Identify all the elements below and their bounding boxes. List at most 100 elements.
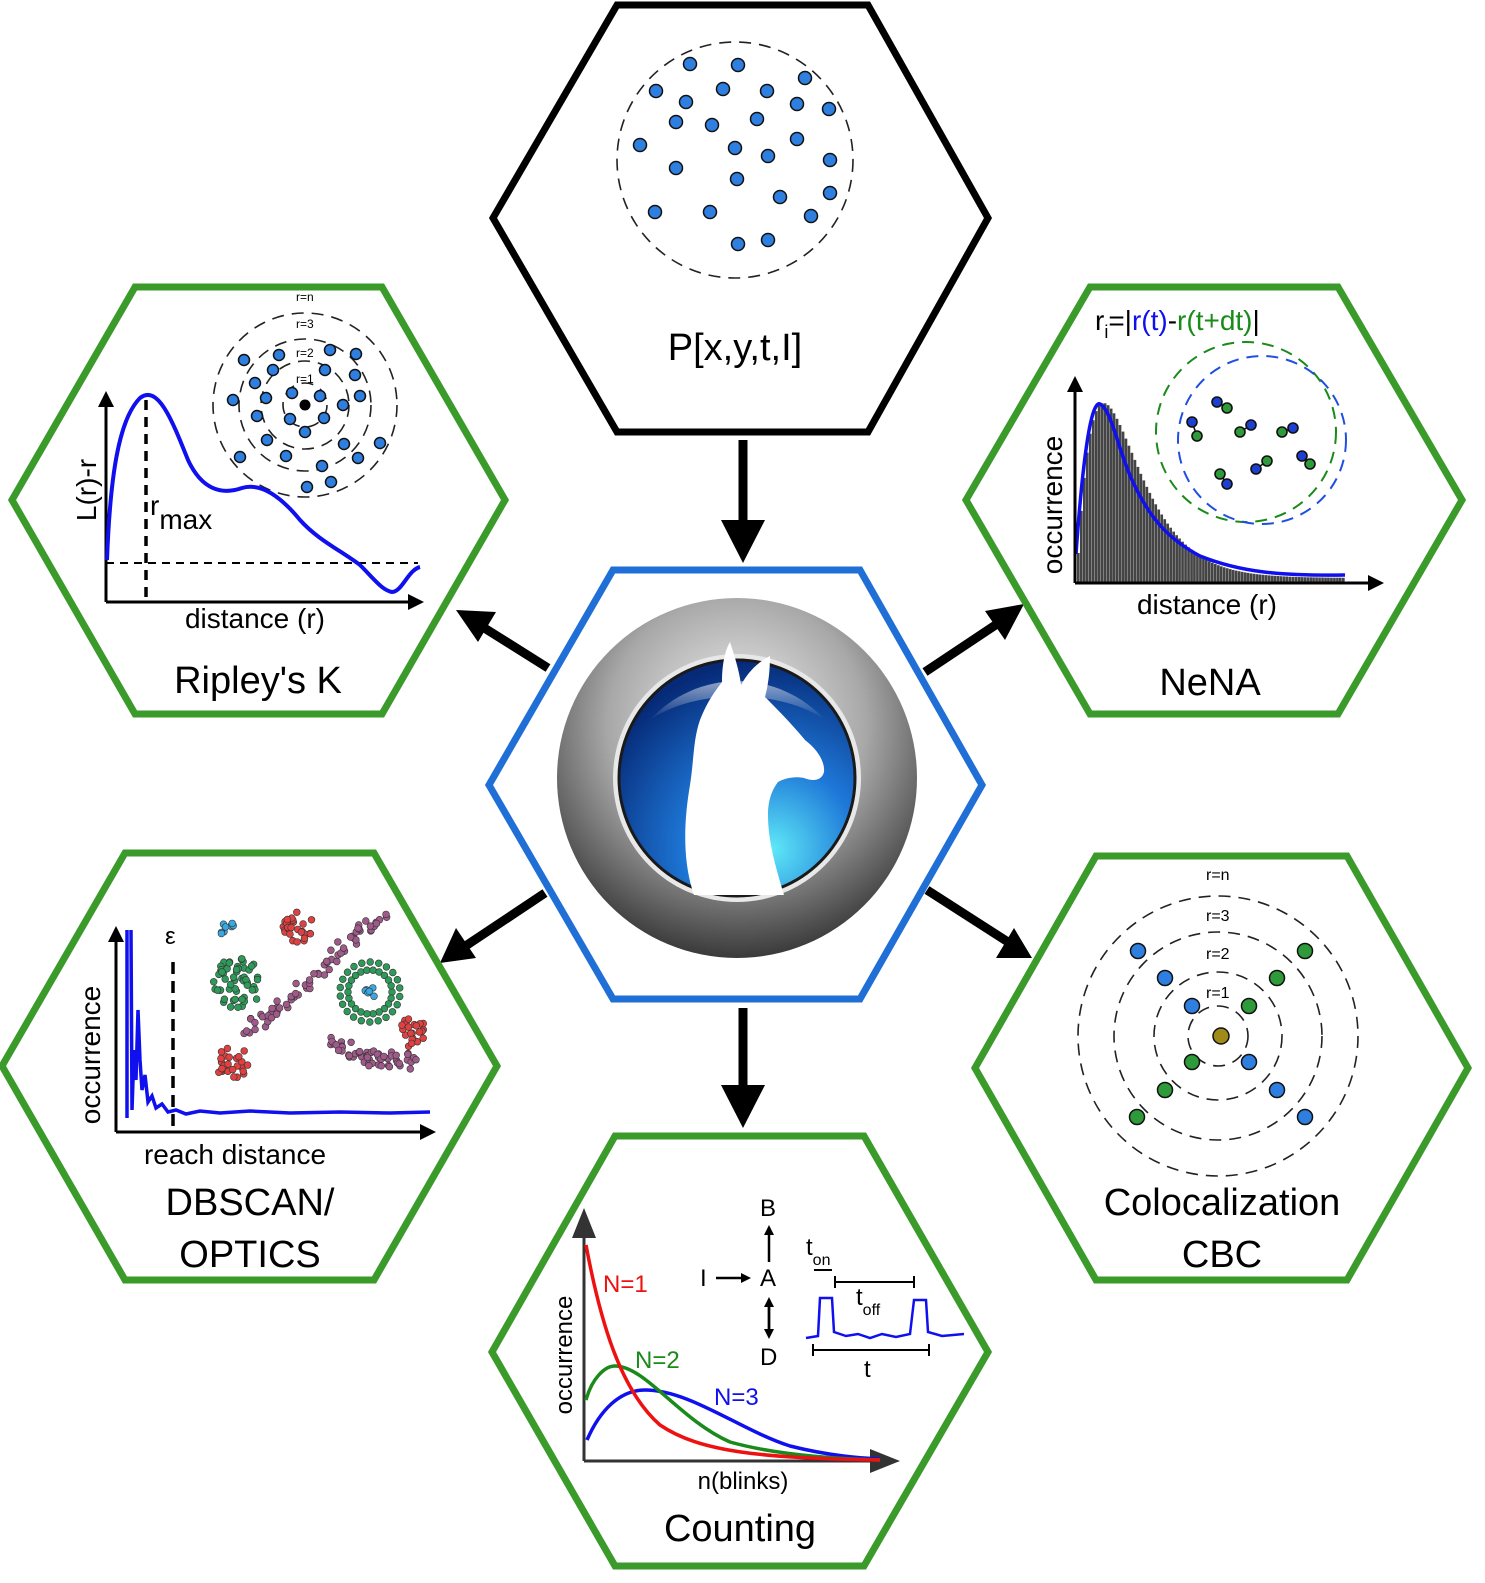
counting-state-diagram: B I A D [700,1195,777,1371]
histogram-bar [1285,576,1289,582]
cluster-point [412,1022,420,1030]
cluster-point [349,1013,358,1021]
coloc-ring-label-3: r=3 [1206,908,1230,925]
cluster-point [351,1004,360,1013]
cluster-point [229,1065,237,1074]
cluster-point [351,971,360,980]
counting-xlabel: n(blinks) [698,1468,789,1495]
cluster-point [377,1062,385,1070]
ripley-curve [105,393,421,595]
cluster-point [343,968,352,976]
cluster-point [345,1051,353,1060]
cluster-point [382,910,390,919]
cluster-point [398,1021,406,1029]
cluster-point [242,1027,251,1035]
ripley-ring-diagram: r=n r=3 r=2 r=1 [212,290,398,498]
nena-formula: ri=|r(t)-r(t+dt)| [1095,305,1260,342]
cluster-point [395,1059,403,1068]
state-B: B [760,1195,776,1222]
ripley-ring-label-2: r=2 [296,346,314,360]
arrows [440,440,1032,1128]
histogram-bar [1088,433,1092,582]
histogram-bar [1252,573,1256,582]
histogram-bar [1291,576,1295,582]
cluster-point [251,1018,259,1027]
cluster-point [221,975,229,983]
histogram-bar [1121,431,1125,582]
cluster-point [306,930,315,938]
histogram-bar [1231,569,1235,582]
cluster-point [388,988,396,996]
cluster-point [380,971,389,980]
cluster-point [375,968,383,976]
histogram-bar [1109,408,1113,582]
cluster-point [221,923,230,931]
arrow-head-nena [985,604,1024,640]
cluster-point [355,1047,364,1056]
cluster-point [380,1004,389,1013]
coloc-hexagon: r=n r=3 r=2 r=1 Colocalization CBC [970,852,1473,1284]
cluster-point [350,962,358,971]
cluster-point [339,975,347,983]
cluster-point [220,995,229,1003]
histogram-bar [1321,577,1324,582]
cluster-point [375,959,383,967]
arrow-to-coloc [924,886,1011,946]
cluster-point [224,1060,232,1068]
cluster-point [344,988,352,996]
histogram-bar [1217,565,1220,582]
cluster-point [238,955,246,963]
histogram-bar [1282,576,1286,582]
histogram-bar [1193,552,1196,582]
cluster-point [407,1029,415,1038]
cluster-point [297,928,305,936]
histogram-bar [1333,577,1336,582]
cluster-point [240,1047,248,1055]
histogram-bar [1228,569,1232,582]
coloc-ring-label-1: r=1 [1206,985,1230,1002]
cluster-point [339,944,348,952]
coloc-center-point [1212,1027,1230,1045]
counting-x-arrowhead [870,1449,900,1473]
coloc-ring-label-n: r=n [1206,867,1230,884]
histogram-bar [1127,445,1131,582]
histogram-bar [1100,403,1104,582]
dbscan-title-line2: OPTICS [179,1234,320,1276]
cluster-point [363,966,371,974]
histogram-bar [1154,504,1158,582]
histogram-bar [1169,527,1172,582]
cluster-point [407,1039,416,1048]
cluster-point [225,1053,233,1061]
histogram-bar [1208,561,1211,582]
histogram-bar [1166,523,1169,582]
histogram-bar [1091,420,1095,582]
ripley-hexagon: r=n r=3 r=2 r=1 L(r)-r rmax distance (r)… [7,283,510,718]
histogram-bar [1190,549,1193,582]
histogram-bar [1157,509,1161,582]
histogram-bar [1151,498,1155,582]
trace-t: t [864,1356,871,1383]
cluster-point [235,1052,243,1061]
cluster-point [225,959,234,967]
histogram-bar [1342,577,1345,582]
input-label: P[x,y,t,I] [668,327,802,369]
arrow-head-down-center [721,520,765,563]
cluster-point [226,1003,235,1011]
histogram-bar [1270,575,1274,582]
cluster-point [358,959,366,967]
histogram-bar [1083,477,1086,582]
cluster-point [396,984,404,992]
cluster-point [325,965,333,974]
cluster-point [404,1023,413,1031]
cluster-point [366,922,375,930]
state-I: I [700,1265,707,1292]
arrow-to-dbscan [461,889,548,951]
histogram-bar [1199,556,1202,582]
nena-xlabel: distance (r) [1137,589,1277,620]
input-hexagon: P[x,y,t,I] [488,1,993,436]
histogram-bar [1118,425,1122,582]
ripley-center-point [299,399,311,411]
trace-t-on: ton [806,1234,830,1269]
histogram-bar [1240,571,1244,582]
